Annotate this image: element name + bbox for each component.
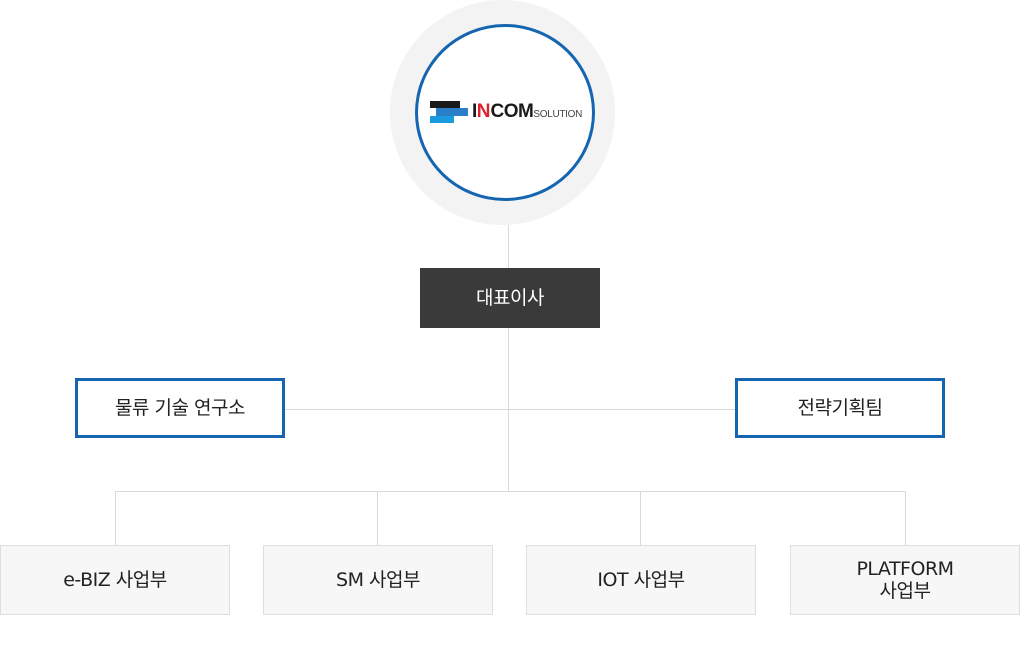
logo-text-part2: N — [476, 101, 491, 122]
connector-dept-2 — [377, 491, 378, 545]
logo-text-part1: I — [472, 101, 477, 122]
company-logo-icon — [430, 101, 468, 123]
logo-text-part3: COM — [490, 101, 534, 122]
ceo-box: 대표이사 — [420, 268, 600, 328]
logistics-lab-box: 물류 기술 연구소 — [75, 378, 285, 438]
connector-dept-1 — [115, 491, 116, 545]
connector-dept-3 — [640, 491, 641, 545]
company-logo-text: INCOMSOLUTION — [472, 101, 582, 123]
sm-division-box: SM 사업부 — [263, 545, 493, 615]
iot-division-box: IOT 사업부 — [526, 545, 756, 615]
connector-dept-4 — [905, 491, 906, 545]
platform-division-box: PLATFORM 사업부 — [790, 545, 1020, 615]
connector-dept-horizontal — [115, 491, 906, 492]
logo-text-part4: SOLUTION — [533, 109, 583, 120]
ebiz-division-box: e-BIZ 사업부 — [0, 545, 230, 615]
strategy-team-box: 전략기획팀 — [735, 378, 945, 438]
connector-logo-ceo — [508, 225, 509, 268]
connector-staff-horizontal — [284, 409, 736, 410]
